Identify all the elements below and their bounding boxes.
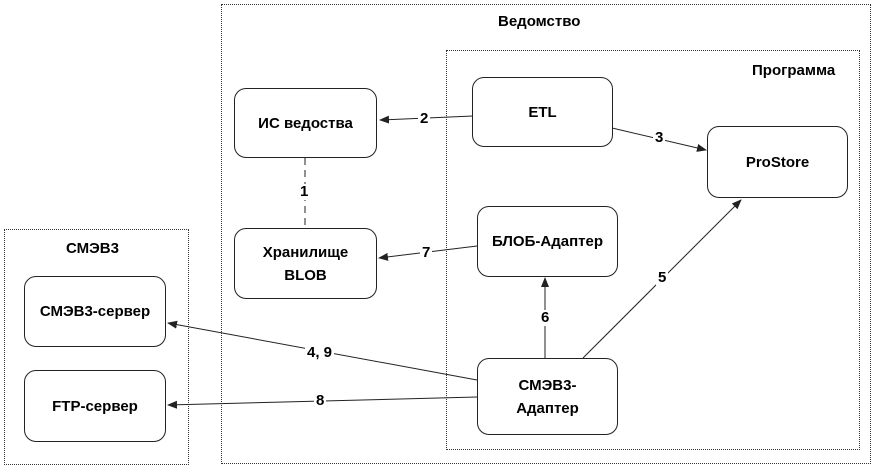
node-is-vedomstva[interactable]: ИС ведоства xyxy=(234,88,377,158)
group-vedomstvo xyxy=(221,4,871,464)
node-ftp-server-label: FTP-сервер xyxy=(52,397,138,415)
node-prostore-label: ProStore xyxy=(745,153,810,171)
group-title-vedomstvo: Ведомство xyxy=(498,13,581,30)
edge-label-5: 5 xyxy=(656,269,669,286)
node-blob-adapter[interactable]: БЛОБ-Адаптер xyxy=(477,206,618,277)
node-ftp-server[interactable]: FTP-сервер xyxy=(24,370,166,442)
group-title-programma: Программа xyxy=(752,62,836,79)
node-prostore[interactable]: ProStore xyxy=(707,126,848,198)
node-smev3-adapter-label-line2: Адаптер xyxy=(516,399,579,417)
edge-label-3: 3 xyxy=(653,129,666,146)
node-etl-label: ETL xyxy=(528,103,557,121)
node-storage-blob[interactable]: Хранилище BLOB xyxy=(234,228,377,299)
node-smev3-adapter-label-line1: СМЭВ3- xyxy=(518,376,577,394)
node-is-vedomstva-label: ИС ведоства xyxy=(258,114,353,132)
node-blob-adapter-label: БЛОБ-Адаптер xyxy=(492,233,603,250)
node-storage-blob-label-line1: Хранилище xyxy=(262,243,349,261)
edge-label-4-9: 4, 9 xyxy=(305,344,335,361)
group-smev3 xyxy=(4,229,189,465)
node-smev3-adapter[interactable]: СМЭВ3- Адаптер xyxy=(477,358,618,435)
edge-label-2: 2 xyxy=(418,110,431,127)
node-smev3-server-label: СМЭВ3-сервер xyxy=(39,303,151,320)
edge-label-8: 8 xyxy=(314,392,327,409)
node-etl[interactable]: ETL xyxy=(472,77,613,147)
edge-label-7: 7 xyxy=(420,244,433,261)
edge-label-6: 6 xyxy=(539,309,552,326)
node-storage-blob-label-line2: BLOB xyxy=(284,266,327,284)
group-title-smev3: СМЭВ3 xyxy=(66,240,119,257)
edge-label-1: 1 xyxy=(298,183,311,200)
node-smev3-server[interactable]: СМЭВ3-сервер xyxy=(24,276,166,347)
